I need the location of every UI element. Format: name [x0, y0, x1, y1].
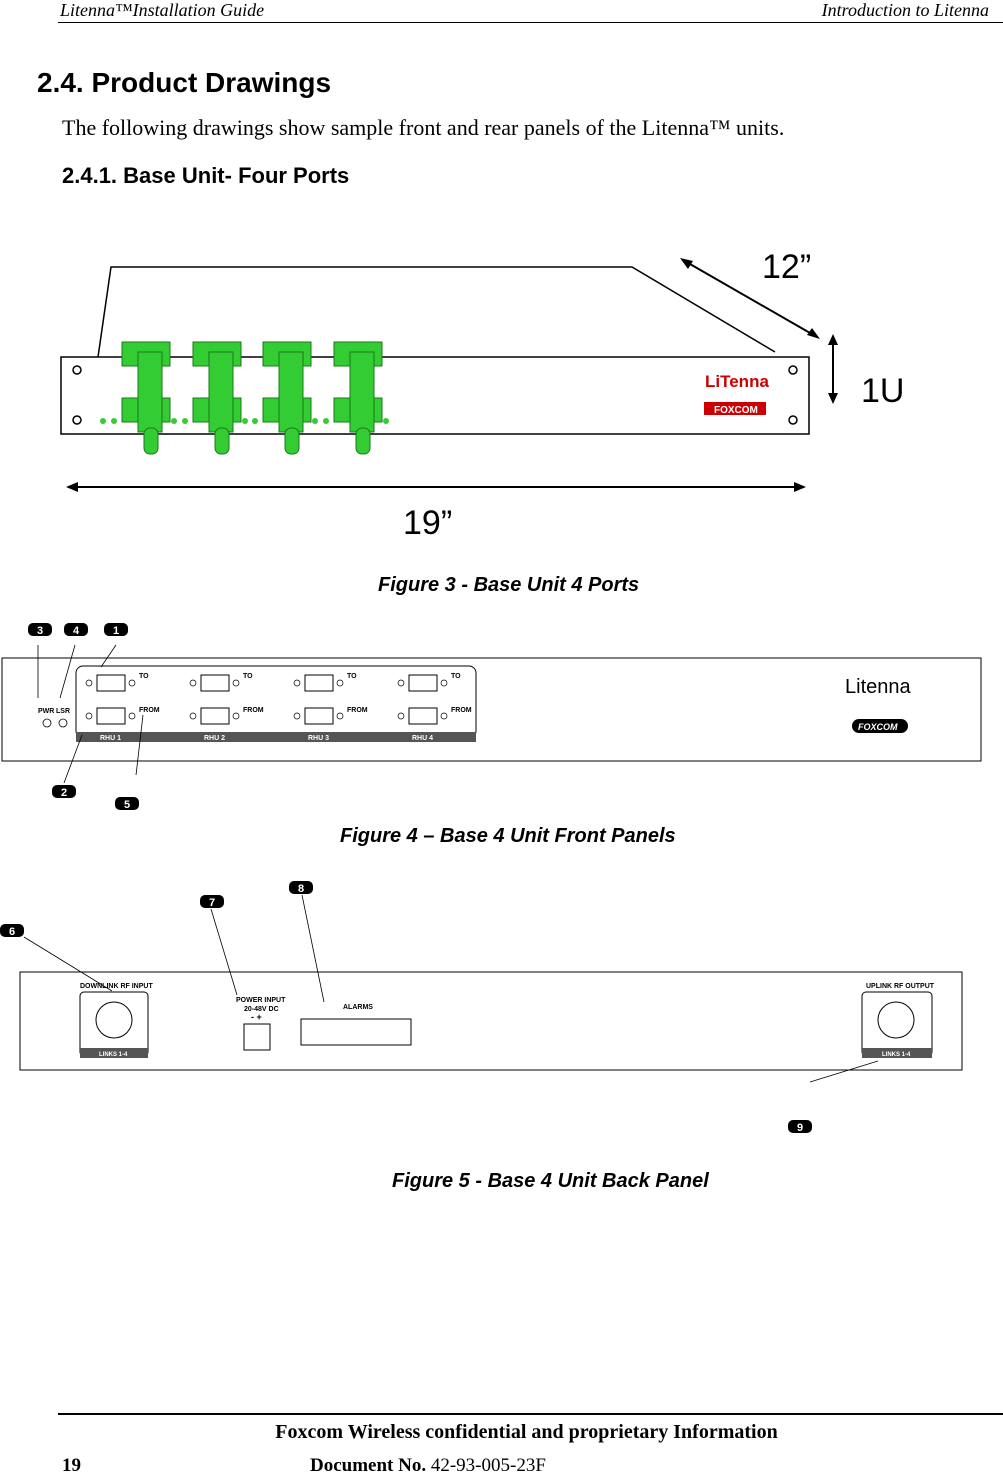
rhu-label-2: RHU 2: [204, 735, 225, 742]
unit-top-outline: [97, 266, 776, 358]
from-label: FROM: [139, 707, 160, 714]
rhu-label-4: RHU 4: [412, 735, 433, 742]
callout-6: 6: [0, 924, 24, 938]
downlink-label: DOWNLINK RF INPUT: [80, 983, 153, 990]
downlink-sub: LINKS 1-4: [99, 1052, 128, 1058]
document-number-value: 42-93-005-23F: [430, 1455, 546, 1476]
svg-text:7: 7: [209, 897, 215, 909]
fiber-connector-pair-1: [111, 341, 177, 455]
fiber-connector-pair-3: [252, 341, 318, 455]
callout-4: 4: [64, 623, 88, 637]
downlink-connector: [95, 1001, 133, 1039]
svg-text:9: 9: [797, 1122, 803, 1134]
header-left: Litenna™Installation Guide: [60, 0, 265, 20]
fiber-connector-pair-4: [323, 341, 389, 455]
pwr-led-label: PWR: [38, 708, 54, 715]
document-number: Document No. 42-93-005-23F: [310, 1455, 546, 1477]
from-label: FROM: [243, 707, 264, 714]
svg-text:6: 6: [9, 926, 15, 938]
callout-5: 5: [115, 797, 139, 811]
foxcom-logo-badge: [852, 719, 908, 733]
svg-text:3: 3: [37, 625, 43, 637]
back-panel-face: [19, 971, 963, 1071]
uplink-sub: LINKS 1-4: [882, 1052, 911, 1058]
rhu-port-3: TO FROM: [293, 673, 368, 725]
to-label: TO: [139, 673, 149, 680]
rhu-label-1: RHU 1: [100, 735, 121, 742]
uplink-label: UPLINK RF OUTPUT: [866, 983, 935, 990]
subsection-heading: 2.4.1. Base Unit- Four Ports: [62, 163, 350, 188]
header-right: Introduction to Litenna: [821, 0, 989, 20]
rhu-port-2: TO FROM: [189, 673, 264, 725]
figure-5-drawing: DOWNLINK RF INPUT LINKS 1-4 POWER INPUT …: [0, 881, 963, 1134]
rhu-label-strip: [76, 732, 476, 742]
figure-5-callouts: 6 7 8 9: [0, 881, 812, 1134]
callout-3: 3: [28, 623, 52, 637]
to-label: TO: [347, 673, 357, 680]
power-polarity: - +: [251, 1012, 262, 1022]
callout-7: 7: [200, 895, 224, 909]
intro-paragraph: The following drawings show sample front…: [62, 115, 785, 140]
to-label: TO: [451, 673, 461, 680]
rhu-ports: TO FROM TO FROM TO FROM TO FROM: [85, 673, 472, 725]
figure-3-drawing: 12” LiTenna FOXCOM 1U 19”: [60, 248, 904, 542]
callout-8: 8: [289, 881, 313, 895]
svg-text:4: 4: [73, 625, 80, 637]
uplink-connector: [877, 1001, 915, 1039]
document-number-label: Document No.: [310, 1455, 427, 1476]
svg-text:8: 8: [298, 883, 304, 895]
svg-text:1: 1: [113, 625, 119, 637]
figure-4-callouts: 3 4 1 2 5: [28, 623, 139, 811]
figure-5-caption: Figure 5 - Base 4 Unit Back Panel: [392, 1170, 709, 1192]
svg-text:2: 2: [61, 787, 67, 799]
alarms-label: ALARMS: [343, 1004, 373, 1011]
power-label-2: 20-48V DC: [244, 1006, 279, 1013]
figure-3-caption: Figure 3 - Base Unit 4 Ports: [378, 574, 640, 596]
foxcom-badge: [704, 402, 766, 415]
page-number: 19: [62, 1455, 81, 1476]
fiber-connector-pair-2: [182, 341, 248, 455]
section-heading: 2.4. Product Drawings: [37, 67, 332, 98]
width-label: 19”: [403, 504, 452, 542]
litenna-logo-small: LiTenna: [705, 372, 769, 391]
callout-9: 9: [788, 1120, 812, 1134]
litenna-logo: Litenna: [845, 676, 911, 698]
callout-1: 1: [104, 623, 128, 637]
pwr-led: [42, 718, 52, 728]
lsr-led-label: LSR: [56, 708, 70, 715]
power-input-connector: [243, 1023, 271, 1051]
figure-4-drawing: TO FROM TO FROM TO FROM TO FROM RHU 1 RHU 2 RHU 3…: [1, 623, 982, 811]
from-label: FROM: [347, 707, 368, 714]
header-rule: [58, 22, 1003, 23]
foxcom-badge-text: FOXCOM: [714, 405, 758, 416]
from-label: FROM: [451, 707, 472, 714]
rhu-port-1: TO FROM: [85, 673, 160, 725]
lsr-led: [58, 718, 68, 728]
fiber-connectors: [100, 341, 389, 455]
depth-label: 12”: [762, 248, 811, 286]
figure-4-caption: Figure 4 – Base 4 Unit Front Panels: [340, 825, 676, 847]
power-label-1: POWER INPUT: [236, 997, 286, 1004]
alarms-connector: [300, 1018, 412, 1046]
height-label: 1U: [861, 372, 904, 410]
footer-confidential: Foxcom Wireless confidential and proprie…: [275, 1421, 778, 1443]
depth-dimension-line: [682, 259, 818, 338]
callout-2: 2: [52, 785, 76, 799]
rhu-label-3: RHU 3: [308, 735, 329, 742]
footer-rule: [58, 1413, 1003, 1415]
foxcom-logo-text: FOXCOM: [858, 722, 898, 732]
rhu-port-4: TO FROM: [397, 673, 472, 725]
front-panel-outline: [60, 356, 810, 435]
to-label: TO: [243, 673, 253, 680]
svg-text:5: 5: [124, 799, 130, 811]
